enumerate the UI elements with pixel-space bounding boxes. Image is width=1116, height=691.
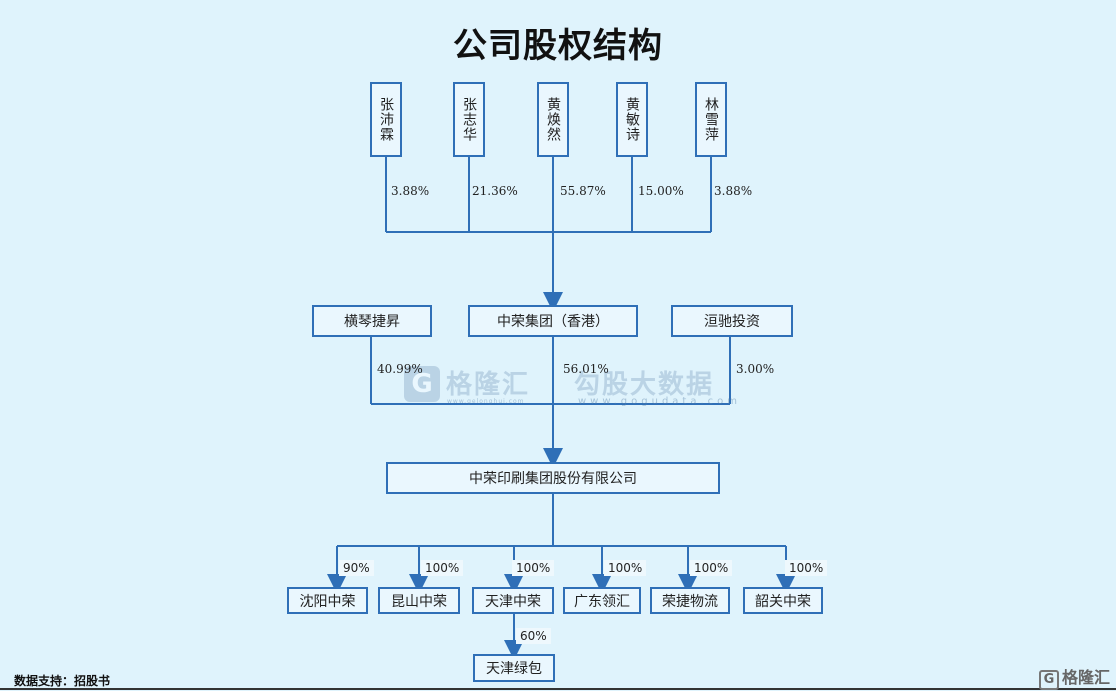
shareholder-pct: 15.00%	[638, 184, 684, 198]
watermark-brand-url: www.gelonghui.com	[447, 398, 525, 405]
shareholder-box: 黄焕然	[537, 82, 569, 157]
subsidiary-box: 韶关中荣	[743, 587, 823, 614]
watermark-brand: 格隆汇	[446, 370, 531, 400]
diagram-title: 公司股权结构	[453, 26, 663, 66]
grandchild-name: 天津绿包	[486, 661, 542, 677]
shareholder-box: 张沛霖	[370, 82, 402, 157]
holding-pct: 40.99%	[377, 362, 423, 376]
holding-entity-name: 中荣集团（香港）	[497, 314, 609, 330]
subsidiary-name: 昆山中荣	[391, 593, 447, 610]
holding-pct: 3.00%	[736, 362, 775, 376]
shareholder-box: 林雪萍	[695, 82, 727, 157]
subsidiary-name: 天津中荣	[485, 593, 541, 610]
grandchild-pct: 60%	[516, 628, 551, 644]
subsidiary-name: 韶关中荣	[755, 593, 811, 610]
shareholder-name: 张志华	[461, 97, 477, 142]
shareholder-pct: 55.87%	[560, 184, 606, 198]
subsidiary-box: 广东领汇	[563, 587, 641, 614]
holding-pct: 56.01%	[563, 362, 609, 376]
subsidiary-pct: 100%	[512, 560, 555, 576]
subsidiary-name: 沈阳中荣	[299, 593, 356, 610]
subsidiary-pct: 100%	[604, 560, 647, 576]
shareholder-box: 张志华	[453, 82, 485, 157]
holding-entity-box: 横琴捷昇	[312, 305, 432, 337]
shareholder-pct: 3.88%	[391, 184, 430, 198]
holding-entity-box: 洹驰投资	[671, 305, 793, 337]
subsidiary-pct: 100%	[421, 560, 464, 576]
subsidiary-box: 荣捷物流	[650, 587, 730, 614]
data-source-note: 数据支持：招股书	[14, 674, 111, 688]
subsidiary-pct: 100%	[690, 560, 733, 576]
subsidiary-name: 荣捷物流	[662, 593, 718, 610]
shareholder-box: 黄敏诗	[616, 82, 648, 157]
watermark-url: www.gogudata.com	[578, 396, 742, 407]
watermark-product: 勾股大数据	[574, 370, 715, 400]
shareholder-name: 张沛霖	[378, 97, 394, 142]
subsidiary-box: 昆山中荣	[378, 587, 460, 614]
holding-entity-name: 洹驰投资	[704, 314, 760, 330]
brand-logo-icon: G	[1038, 670, 1059, 690]
subsidiary-box: 沈阳中荣	[287, 587, 368, 614]
shareholder-name: 林雪萍	[703, 97, 719, 142]
company-box: 中荣印刷集团股份有限公司	[386, 462, 720, 494]
shareholder-name: 黄敏诗	[624, 97, 640, 142]
subsidiary-pct: 90%	[339, 560, 374, 576]
shareholder-pct: 21.36%	[472, 184, 518, 198]
subsidiary-pct: 100%	[785, 560, 828, 576]
footer-divider	[0, 688, 1116, 690]
company-name: 中荣印刷集团股份有限公司	[469, 471, 637, 487]
corner-brand-text: 格隆汇	[1061, 668, 1110, 687]
watermark-logo-icon: G	[404, 366, 440, 402]
grandchild-box: 天津绿包	[473, 654, 555, 682]
shareholder-name: 黄焕然	[545, 97, 561, 142]
subsidiary-name: 广东领汇	[574, 593, 630, 610]
subsidiary-box: 天津中荣	[472, 587, 554, 614]
holding-entity-box: 中荣集团（香港）	[468, 305, 638, 337]
holding-entity-name: 横琴捷昇	[344, 314, 400, 330]
shareholder-pct: 3.88%	[714, 184, 753, 198]
